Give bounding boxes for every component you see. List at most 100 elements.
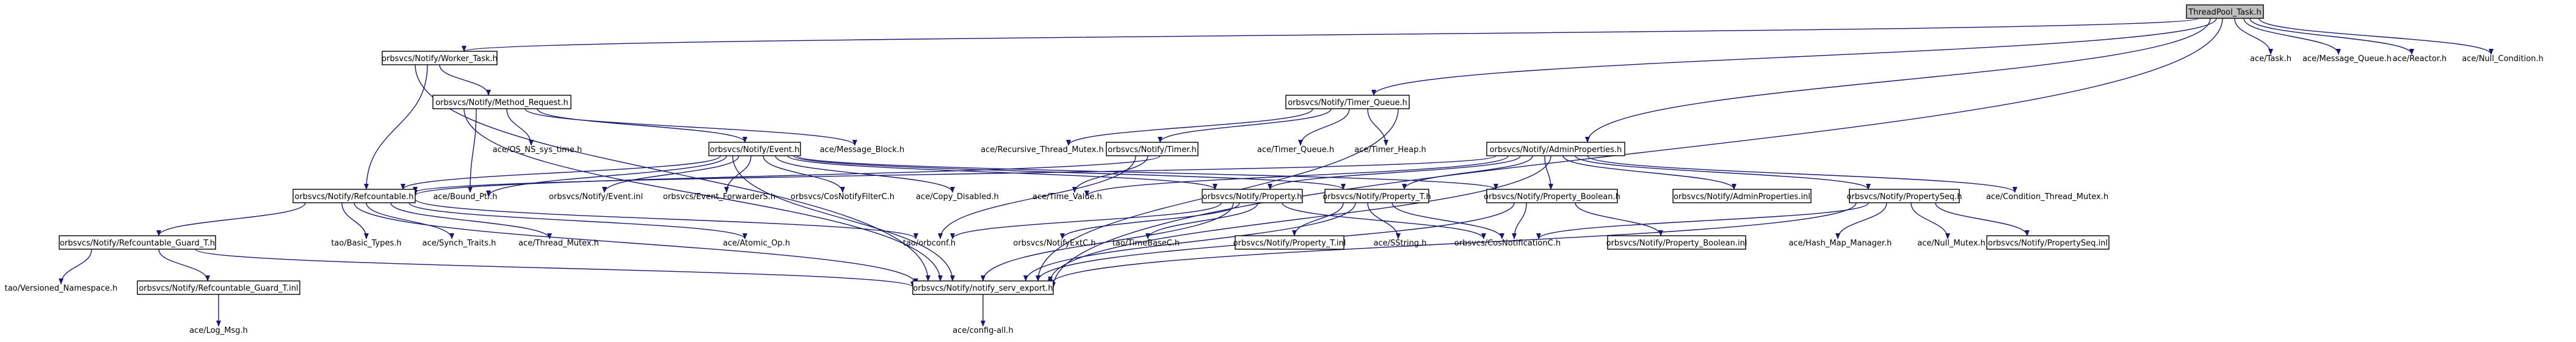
node-ace-null-mutex[interactable]: ace/Null_Mutex.h: [1917, 239, 1986, 248]
node-ace-reactor[interactable]: ace/Reactor.h: [2393, 54, 2447, 64]
node-notify-ext-c[interactable]: orbsvcs/NotifyExtC.h: [1013, 239, 1095, 248]
node-ace-thread-mutex[interactable]: ace/Thread_Mutex.h: [518, 239, 599, 248]
svg-text:tao/orbconf.h: tao/orbconf.h: [903, 239, 956, 248]
svg-text:orbsvcs/Notify/AdminProperties: orbsvcs/Notify/AdminProperties.h: [1490, 145, 1622, 155]
svg-text:orbsvcs/Notify/Event.inl: orbsvcs/Notify/Event.inl: [549, 192, 643, 202]
edge-refcountable-to-atomicop: [408, 202, 747, 239]
svg-text:orbsvcs/Notify/Method_Request.: orbsvcs/Notify/Method_Request.h: [435, 98, 568, 107]
node-property-boolean[interactable]: orbsvcs/Notify/Property_Boolean.h: [1484, 189, 1620, 203]
svg-text:orbsvcs/CosNotifyFilterC.h: orbsvcs/CosNotifyFilterC.h: [791, 192, 894, 202]
node-ace-log-msg[interactable]: ace/Log_Msg.h: [189, 326, 248, 335]
edge-adminprops-to-propertyt: [1402, 155, 1533, 190]
node-ace-timer-queue[interactable]: ace/Timer_Queue.h: [1257, 145, 1334, 155]
edge-root-to-msgqueue: [2243, 18, 2341, 55]
node-timer-queue[interactable]: orbsvcs/Notify/Timer_Queue.h: [1285, 95, 1410, 109]
edge-propseq-to-hashmap: [1835, 202, 1887, 239]
svg-text:orbsvcs/Notify/Property_T.inl: orbsvcs/Notify/Property_T.inl: [1233, 239, 1346, 248]
edge-event-to-boundptr: [486, 155, 727, 197]
node-property-t[interactable]: orbsvcs/Notify/Property_T.h: [1322, 189, 1431, 203]
svg-text:orbsvcs/CosNotificationC.h: orbsvcs/CosNotificationC.h: [1454, 239, 1561, 248]
node-event-forwarders[interactable]: orbsvcs/Event_ForwarderS.h: [663, 192, 775, 202]
svg-text:orbsvcs/NotifyExtC.h: orbsvcs/NotifyExtC.h: [1013, 239, 1095, 248]
svg-text:ace/OS_NS_sys_time.h: ace/OS_NS_sys_time.h: [493, 145, 582, 155]
node-tao-versioned-namespace[interactable]: tao/Versioned_Namespace.h: [5, 284, 118, 293]
node-tao-time-base-c[interactable]: tao/TimeBaseC.h: [1112, 239, 1180, 248]
node-ace-sstring[interactable]: ace/SString.h: [1374, 239, 1427, 248]
node-refcountable[interactable]: orbsvcs/Notify/Refcountable.h: [292, 189, 416, 203]
node-property[interactable]: orbsvcs/Notify/Property.h: [1202, 189, 1303, 203]
svg-text:ace/Reactor.h: ace/Reactor.h: [2393, 54, 2447, 64]
node-ace-condition-thread-mutex[interactable]: ace/Condition_Thread_Mutex.h: [1986, 192, 2108, 202]
edge-guardt-to-servexport: [195, 249, 915, 288]
node-method-request[interactable]: orbsvcs/Notify/Method_Request.h: [432, 95, 571, 109]
node-admin-properties-inl[interactable]: orbsvcs/Notify/AdminProperties.inl: [1672, 189, 1812, 203]
svg-text:ace/Message_Queue.h: ace/Message_Queue.h: [2302, 54, 2392, 64]
edge-event-to-copydis: [775, 155, 955, 193]
svg-text:ace/Recursive_Thread_Mutex.h: ace/Recursive_Thread_Mutex.h: [981, 145, 1104, 155]
node-notify-serv-export[interactable]: orbsvcs/Notify/notify_serv_export.h: [912, 280, 1054, 295]
node-worker-task[interactable]: orbsvcs/Notify/Worker_Task.h: [382, 51, 498, 65]
node-cos-notify-filter-c[interactable]: orbsvcs/CosNotifyFilterC.h: [791, 192, 894, 202]
node-tao-orbconf[interactable]: tao/orbconf.h: [903, 239, 956, 248]
node-ace-atomic-op[interactable]: ace/Atomic_Op.h: [723, 239, 790, 248]
svg-text:ace/Message_Block.h: ace/Message_Block.h: [820, 145, 905, 155]
edge-event-to-refcountable: [401, 155, 721, 190]
node-property-t-inl[interactable]: orbsvcs/Notify/Property_T.inl: [1233, 235, 1346, 250]
node-event[interactable]: orbsvcs/Notify/Event.h: [708, 142, 801, 156]
node-admin-properties[interactable]: orbsvcs/Notify/AdminProperties.h: [1486, 142, 1625, 156]
node-ace-task[interactable]: ace/Task.h: [2250, 54, 2291, 64]
node-ace-null-condition[interactable]: ace/Null_Condition.h: [2462, 54, 2544, 64]
node-ace-hash-map-manager[interactable]: ace/Hash_Map_Manager.h: [1789, 239, 1892, 248]
node-property-boolean-inl[interactable]: orbsvcs/Notify/Property_Boolean.inl: [1606, 235, 1747, 250]
node-ace-copy-disabled[interactable]: ace/Copy_Disabled.h: [916, 192, 999, 202]
svg-text:ace/Atomic_Op.h: ace/Atomic_Op.h: [723, 239, 790, 248]
svg-text:ace/Thread_Mutex.h: ace/Thread_Mutex.h: [518, 239, 599, 248]
svg-text:orbsvcs/Notify/Property_T.h: orbsvcs/Notify/Property_T.h: [1322, 192, 1431, 202]
node-property-seq-inl[interactable]: orbsvcs/Notify/PropertySeq.inl: [1986, 235, 2110, 250]
edge-event-to-property: [787, 155, 1217, 190]
node-refcountable-guard-t[interactable]: orbsvcs/Notify/Refcountable_Guard_T.h: [59, 235, 216, 250]
node-property-seq[interactable]: orbsvcs/Notify/PropertySeq.h: [1846, 189, 1962, 203]
svg-text:orbsvcs/Notify/AdminProperties: orbsvcs/Notify/AdminProperties.inl: [1674, 192, 1810, 202]
edge-adminprops-to-servexport: [1048, 155, 1551, 283]
node-threadpool-task[interactable]: ThreadPool_Task.h: [2186, 4, 2264, 19]
edge-propbool-to-cosnotifc: [1512, 202, 1527, 239]
node-ace-config-all[interactable]: ace/config-all.h: [952, 326, 1014, 335]
edge-propseq-to-propseqinl: [1935, 202, 2030, 236]
node-event-inl[interactable]: orbsvcs/Notify/Event.inl: [549, 192, 643, 202]
node-ace-timer-heap[interactable]: ace/Timer_Heap.h: [1354, 145, 1426, 155]
node-cos-notification-c[interactable]: orbsvcs/CosNotificationC.h: [1454, 239, 1561, 248]
svg-text:ThreadPool_Task.h: ThreadPool_Task.h: [2188, 8, 2261, 17]
edge-propertyt-to-propertytinl: [1292, 202, 1344, 236]
svg-text:ace/Time_Value.h: ace/Time_Value.h: [1032, 192, 1102, 202]
svg-text:orbsvcs/Notify/Refcountable_Gu: orbsvcs/Notify/Refcountable_Guard_T.inl: [139, 284, 298, 293]
svg-text:ace/Null_Mutex.h: ace/Null_Mutex.h: [1917, 239, 1986, 248]
node-ace-os-ns-sys-time[interactable]: ace/OS_NS_sys_time.h: [493, 145, 582, 155]
svg-text:orbsvcs/Notify/Timer_Queue.h: orbsvcs/Notify/Timer_Queue.h: [1288, 98, 1407, 107]
svg-text:orbsvcs/Notify/Event.h: orbsvcs/Notify/Event.h: [710, 145, 800, 155]
edge-root-to-nullcond: [2259, 18, 2494, 55]
svg-text:ace/SString.h: ace/SString.h: [1374, 239, 1427, 248]
edge-propseq-to-cosnotifc: [1536, 202, 1869, 239]
node-ace-recursive-thread-mutex[interactable]: ace/Recursive_Thread_Mutex.h: [981, 145, 1104, 155]
edge-refcountable-to-guardt: [156, 202, 306, 236]
node-timer[interactable]: orbsvcs/Notify/Timer.h: [1106, 142, 1199, 156]
node-refcountable-guard-t-inl[interactable]: orbsvcs/Notify/Refcountable_Guard_T.inl: [137, 280, 300, 295]
svg-text:orbsvcs/Notify/Refcountable.h: orbsvcs/Notify/Refcountable.h: [294, 192, 413, 202]
node-ace-message-queue[interactable]: ace/Message_Queue.h: [2302, 54, 2392, 64]
edge-event-to-servexport: [732, 155, 955, 282]
svg-text:orbsvcs/Notify/Property_Boolea: orbsvcs/Notify/Property_Boolean.h: [1484, 192, 1620, 202]
edge-methodreq-to-event: [537, 108, 747, 143]
edge-event-to-cosfilter: [763, 155, 845, 193]
node-ace-bound-ptr[interactable]: ace/Bound_Ptr.h: [433, 192, 497, 202]
edge-methodreq-to-servexport: [463, 108, 943, 282]
edge-refcountable-to-servexport: [354, 202, 918, 285]
edge-methodreq-to-ossys: [506, 108, 534, 146]
edge-adminprops-to-timevalue: [1084, 155, 1509, 197]
svg-text:ace/Task.h: ace/Task.h: [2250, 54, 2291, 64]
node-ace-message-block[interactable]: ace/Message_Block.h: [820, 145, 905, 155]
node-tao-basic-types[interactable]: tao/Basic_Types.h: [331, 239, 401, 248]
edge-propertyt-to-servexport: [1023, 202, 1356, 282]
node-ace-time-value[interactable]: ace/Time_Value.h: [1032, 192, 1102, 202]
node-ace-synch-traits[interactable]: ace/Synch_Traits.h: [423, 239, 496, 248]
